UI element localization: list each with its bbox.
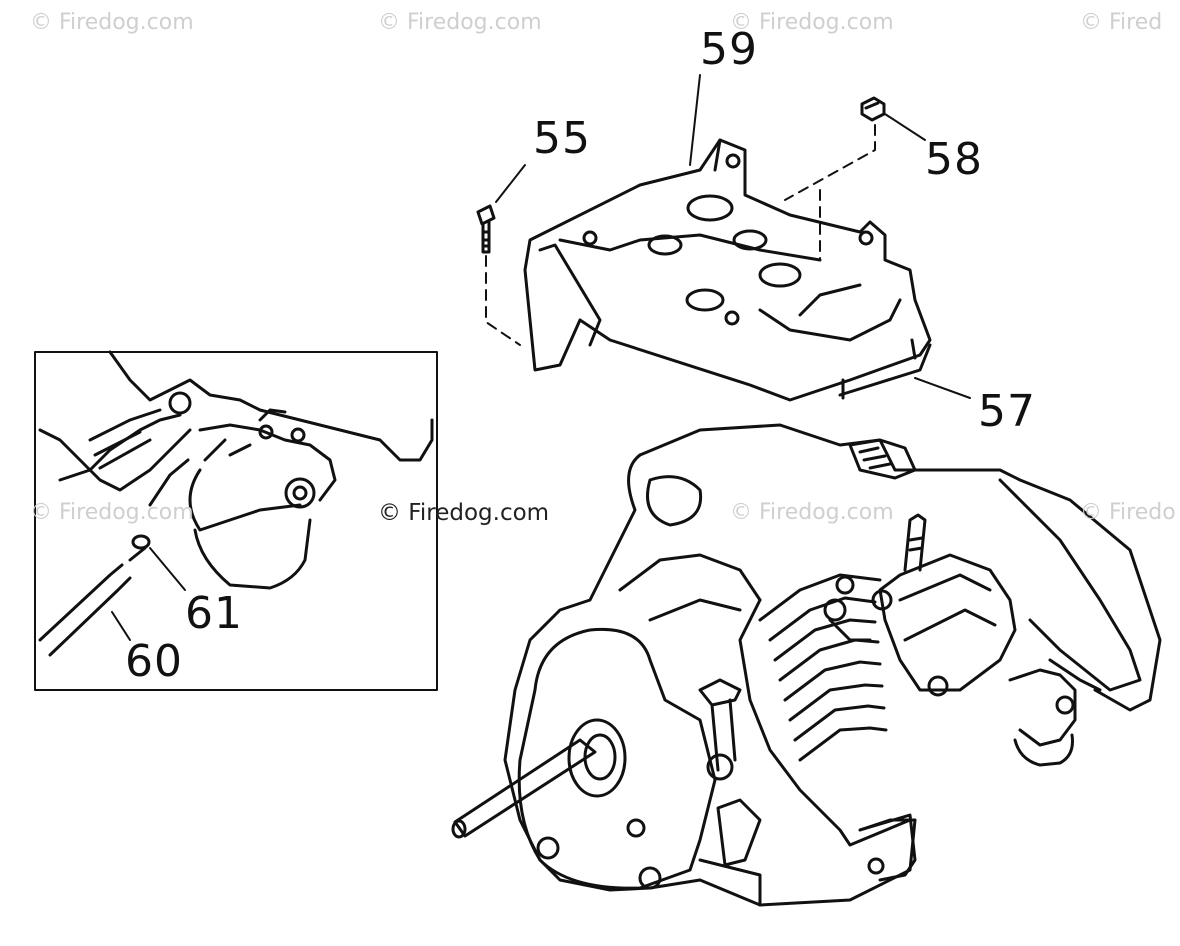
bolt-55 [476,204,496,254]
watermark-top-right: © Fired [1080,10,1163,35]
watermark-mid-right: © Firedo [1080,500,1176,525]
callout-57: 57 [978,386,1036,437]
inset-carburetor [38,350,434,657]
watermark-top-left: © Firedog.com [30,10,194,35]
watermark-mid-center-engine: © Firedog.com [730,500,894,525]
callout-55: 55 [533,113,591,164]
callout-60: 60 [125,636,183,687]
leader-58 [884,113,926,141]
callout-59: 59 [700,24,758,75]
fuel-tank-bracket [523,138,932,402]
leader-61 [149,547,186,591]
leader-59 [689,74,701,166]
leader-60 [111,611,131,641]
carburetor-detail-inset [34,351,438,691]
nut-58 [860,96,886,122]
watermark-center-label: © Firedog.com [378,500,550,526]
assembly-guide-lines [485,124,876,346]
callout-58: 58 [925,134,983,185]
callout-61: 61 [185,588,243,639]
watermark-top-right-center: © Firedog.com [730,10,894,35]
watermark-mid-left: © Firedog.com [30,500,194,525]
watermark-top-center: © Firedog.com [378,10,542,35]
leader-57 [914,377,971,399]
leader-55 [495,164,526,203]
engine-assembly [451,423,1162,907]
